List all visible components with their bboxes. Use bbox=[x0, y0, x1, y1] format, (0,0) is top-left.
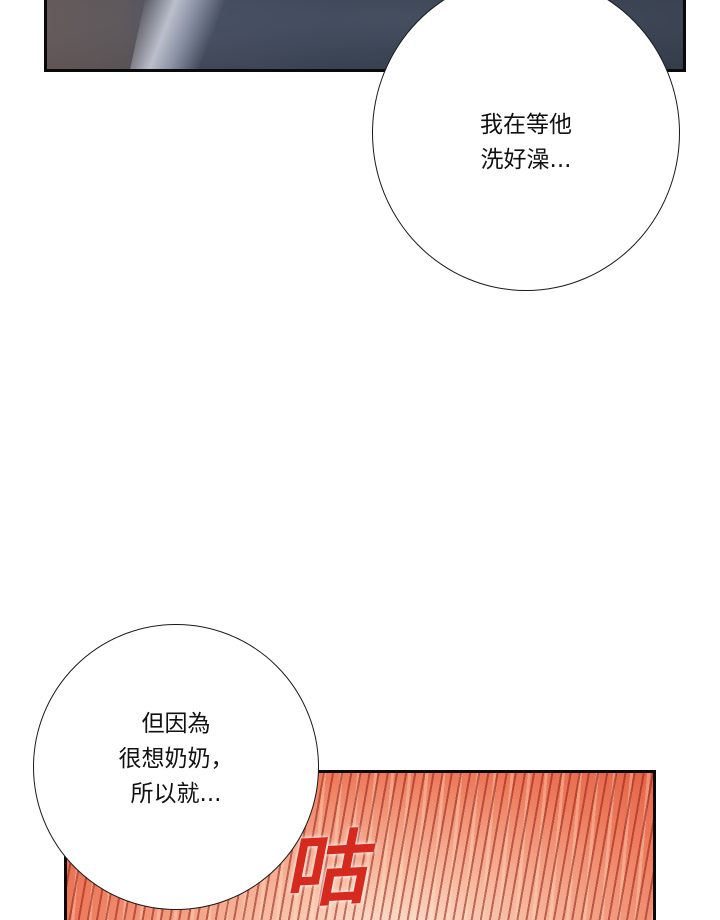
speech-line: 所以就... bbox=[130, 781, 222, 807]
speech-line: 很想奶奶， bbox=[118, 746, 234, 772]
speech-text: 我在等他 洗好澡... bbox=[480, 108, 572, 178]
speech-line: 我在等他 bbox=[480, 112, 572, 138]
speech-bubble-grandma: 但因為 很想奶奶， 所以就... bbox=[33, 624, 319, 910]
speech-line: 但因為 bbox=[141, 711, 211, 737]
speech-text: 但因為 很想奶奶， 所以就... bbox=[119, 707, 234, 812]
fabric-highlight bbox=[126, 0, 298, 69]
speech-line: 洗好澡... bbox=[480, 147, 572, 173]
speech-bubble-waiting: 我在等他 洗好澡... bbox=[372, 0, 680, 291]
